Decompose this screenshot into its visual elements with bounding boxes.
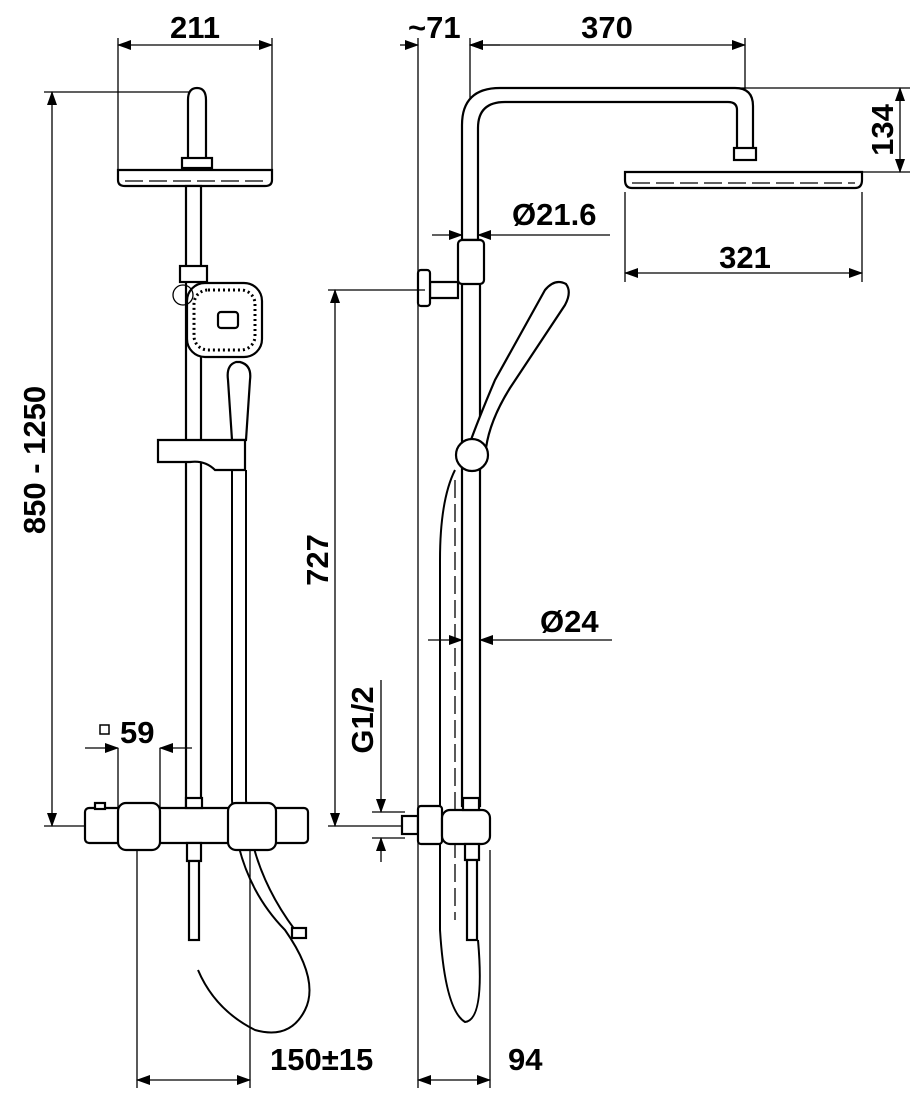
dimension-wall-offset: ~71 bbox=[400, 10, 500, 1088]
dimension-label: Ø24 bbox=[540, 604, 599, 639]
arm-nut bbox=[732, 146, 758, 162]
slide-bar-holder bbox=[156, 438, 247, 472]
overhead-shower bbox=[116, 86, 274, 188]
dimension-outlet-spacing: 150±15 bbox=[136, 850, 373, 1088]
dimension-valve-depth: 94 bbox=[417, 850, 543, 1088]
hand-shower-side bbox=[466, 280, 570, 450]
shower-arm bbox=[460, 86, 755, 242]
dimension-label: 134 bbox=[865, 103, 900, 155]
dimension-head-depth: 321 bbox=[624, 192, 863, 282]
dimension-label: 850 - 1250 bbox=[17, 386, 52, 534]
dimension-label: ~71 bbox=[408, 10, 461, 45]
dimension-head-width: 211 bbox=[117, 10, 273, 180]
dimension-label: Ø21.6 bbox=[512, 197, 596, 232]
slider-knob-side bbox=[454, 437, 490, 473]
dimension-connection-thread: G1/2 bbox=[345, 680, 405, 862]
dimension-arm-length: 370 bbox=[469, 10, 746, 150]
dimension-label: 150±15 bbox=[270, 1042, 373, 1077]
hose bbox=[197, 470, 311, 1034]
dimension-label: G1/2 bbox=[345, 686, 380, 753]
front-view: 211 850 - 1250 bbox=[17, 10, 373, 1088]
dimension-total-height: 850 - 1250 bbox=[17, 91, 195, 827]
side-view: ~71 370 134 Ø21.6 321 bbox=[300, 10, 910, 1088]
thermostat-mixer bbox=[83, 796, 310, 942]
dimension-arm-diameter: Ø21.6 bbox=[432, 197, 610, 240]
dimension-riser-height: 727 bbox=[300, 289, 425, 827]
hose-side bbox=[439, 469, 481, 1024]
riser-pipe-side bbox=[460, 238, 482, 808]
thermostat-side bbox=[400, 796, 492, 942]
square-icon bbox=[99, 724, 110, 735]
overhead-shower-side bbox=[623, 170, 864, 190]
dimension-knob-size: 59 bbox=[85, 715, 192, 808]
dimension-label: 370 bbox=[581, 10, 633, 45]
dimension-head-drop: 134 bbox=[705, 87, 910, 173]
riser-bracket bbox=[178, 264, 209, 284]
dimension-label: 727 bbox=[300, 534, 335, 586]
hand-shower bbox=[172, 281, 264, 442]
wall-bracket-fitting bbox=[456, 238, 486, 286]
dimension-label: 321 bbox=[719, 240, 771, 275]
dimension-riser-diameter: Ø24 bbox=[428, 604, 612, 645]
dimension-label: 211 bbox=[170, 10, 220, 45]
dimension-label: 59 bbox=[120, 715, 154, 750]
dimension-label: 94 bbox=[508, 1042, 543, 1077]
wall-flange bbox=[416, 268, 432, 308]
